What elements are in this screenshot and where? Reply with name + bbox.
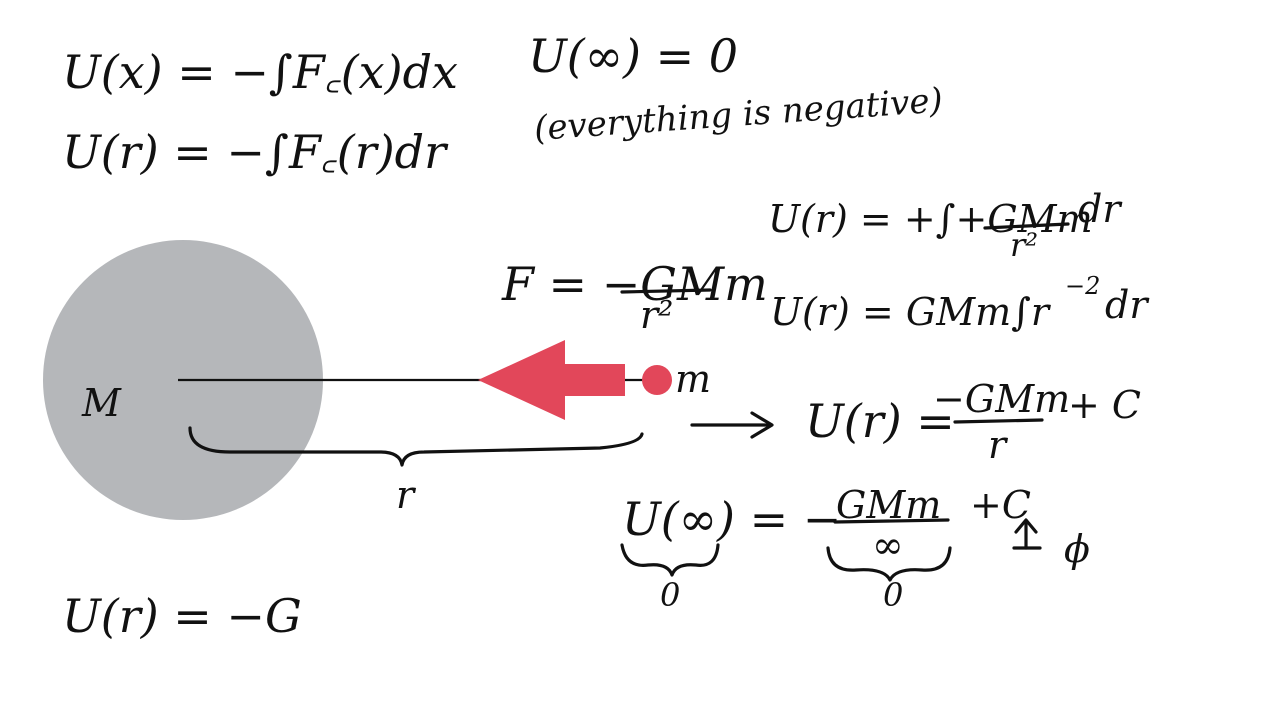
implication-arrow-head — [750, 411, 774, 439]
small-mass-label: m — [675, 357, 711, 401]
constant-up-arrow-head — [1014, 518, 1038, 534]
underbrace-left — [620, 543, 720, 577]
step2-exponent: −2 — [1065, 272, 1100, 300]
equation-u-of-r: U(r) = −∫F꜀(r)dr — [62, 125, 449, 179]
step1-denominator: r² — [1010, 226, 1038, 264]
step1-fraction-bar — [983, 222, 1070, 230]
step3-denominator: r — [988, 423, 1009, 467]
derivation-step-2: U(r) = GMm∫r — [770, 290, 1052, 334]
limit-zero-middle: 0 — [883, 576, 903, 614]
limit-equation: U(∞) = − — [622, 492, 841, 546]
step3-fraction-bar — [953, 418, 1044, 424]
equation-u-infinity-zero: U(∞) = 0 — [528, 29, 738, 83]
small-mass-dot — [642, 365, 672, 395]
derivation-step-1: U(r) = +∫+GMm — [768, 197, 1093, 241]
derivation-step-3: U(r) = — [805, 394, 955, 448]
distance-label: r — [396, 473, 417, 517]
limit-constant: +C — [970, 483, 1031, 527]
note-everything-negative: (everything is negative) — [533, 81, 944, 149]
force-denominator: r² — [640, 293, 673, 337]
distance-brace — [188, 426, 644, 467]
large-mass-label: M — [81, 381, 122, 425]
limit-denominator: ∞ — [872, 523, 904, 567]
constant-empty-set: ϕ — [1064, 527, 1090, 571]
equation-u-of-x: U(x) = −∫F꜀(x)dx — [62, 45, 458, 99]
step3-constant: + C — [1068, 383, 1141, 427]
gravitational-force-arrow — [478, 340, 625, 420]
step3-numerator: −GMm — [933, 377, 1070, 421]
limit-fraction-bar — [833, 518, 950, 524]
step1-dr: dr — [1078, 187, 1123, 231]
equation-bottom: U(r) = −G — [62, 589, 302, 643]
force-label: F = −GMm — [501, 257, 768, 311]
force-fraction-bar — [620, 288, 712, 294]
limit-zero-left: 0 — [660, 576, 680, 614]
underbrace-middle — [826, 546, 952, 582]
step2-dr: dr — [1105, 283, 1150, 327]
